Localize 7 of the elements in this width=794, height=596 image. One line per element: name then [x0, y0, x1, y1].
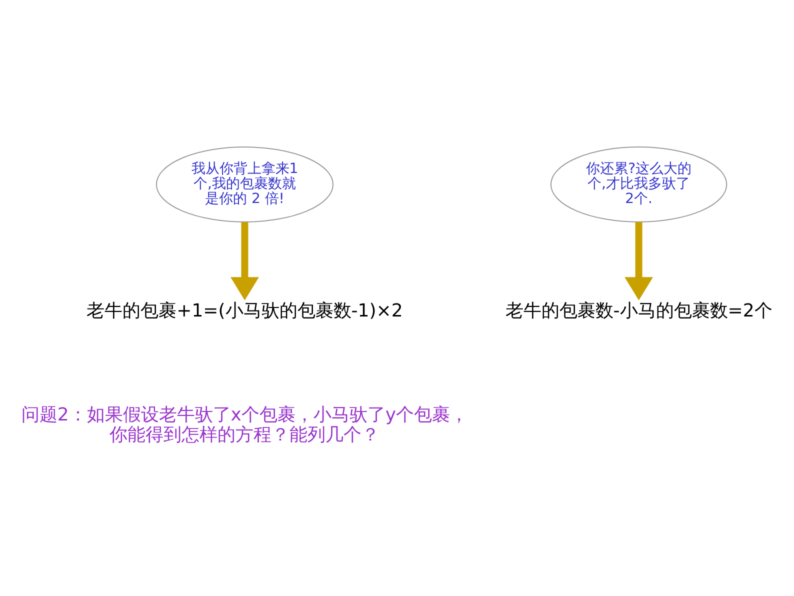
arrow: [230, 222, 259, 300]
node-text: 老牛的包裹数-小马的包裹数=2个: [505, 300, 772, 321]
label: 问题2：如果假设老牛驮了x个包裹，小马驮了y个包裹，你能得到怎样的方程？能列几个？: [21, 404, 468, 445]
arrow: [624, 222, 653, 300]
node-ellipse: 我从你背上拿来1个,我的包裹数就是你的 2 倍!: [156, 146, 334, 222]
node-ellipse: 你还累?这么大的个,才比我多驮了2个.: [550, 146, 728, 222]
node-text: 老牛的包裹+1=(小马驮的包裹数-1)×2: [86, 300, 403, 321]
